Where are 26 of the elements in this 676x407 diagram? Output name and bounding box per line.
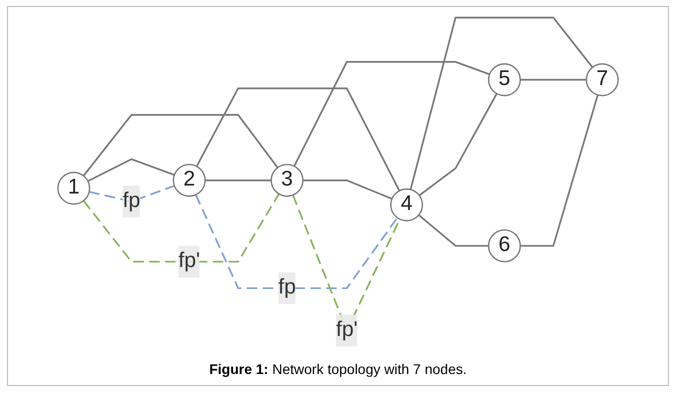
connector [88,184,175,202]
connector [205,179,272,182]
node-circle: 7 [586,63,619,96]
node-circle: 5 [488,63,521,96]
connector [410,16,594,190]
figure-caption: Figure 1: Network topology with 7 nodes. [208,360,468,379]
node-circle: 4 [390,188,424,222]
edge-label: fp [122,190,140,212]
connector [88,158,175,182]
node-circle: 3 [270,164,304,197]
connector [82,114,278,176]
edge-label: fp [278,276,296,299]
edge-label: fp' [336,318,358,342]
node-circle: 1 [57,172,90,205]
connector [418,214,489,247]
connector [195,194,398,290]
connector [520,78,586,81]
connector [418,93,498,196]
node-circle: 6 [488,229,521,262]
connector [293,61,490,167]
connector [82,193,280,263]
edge-label: fp' [178,250,200,272]
node-circle: 2 [172,164,206,197]
connector [302,179,392,200]
connector [520,94,599,247]
connector [196,88,400,192]
